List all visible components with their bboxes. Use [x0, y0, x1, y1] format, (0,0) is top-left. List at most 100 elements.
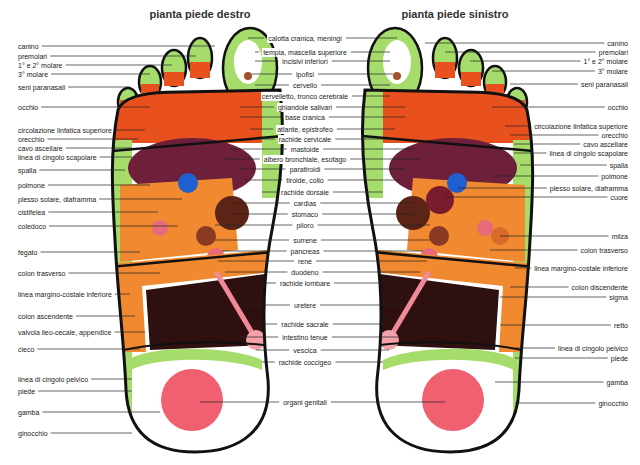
leader-line: [40, 252, 140, 253]
leader-line: [39, 170, 125, 171]
organ-label: duodeno: [290, 268, 319, 277]
organ-label: linea di cingolo scapolare: [18, 153, 97, 162]
organ-label: piede: [611, 354, 628, 363]
leader-line: [68, 273, 160, 274]
leader-line: [505, 126, 531, 127]
organ-label: retto: [614, 321, 628, 330]
leader-line: [218, 261, 294, 262]
leader-line: [332, 337, 405, 338]
organ-label: tempia, mascella superiore: [262, 48, 348, 57]
leader-line: [492, 176, 598, 177]
organ-label: cuore: [610, 193, 628, 202]
leader-line: [332, 61, 390, 62]
leader-line: [322, 214, 413, 215]
organ-label: 1° e 2° molare: [18, 61, 63, 70]
organ-label: polmone: [601, 172, 628, 181]
organ-label: atlante, epistrofeo: [276, 125, 334, 134]
leader-line: [255, 85, 289, 86]
organ-label: occhio: [18, 103, 38, 112]
organ-label: pancreas: [290, 247, 321, 256]
organ-label: organi genitali: [282, 398, 328, 407]
organ-label: linea di cingolo scapolare: [549, 149, 628, 158]
organ-label: ghiandole salivari: [277, 103, 333, 112]
leader-line: [232, 203, 290, 204]
leader-line: [324, 169, 405, 170]
leader-line: [240, 107, 274, 108]
organ-label: cervelletto, tronco cerebrale: [261, 92, 349, 101]
organ-label: rachide coccigeo: [278, 358, 333, 367]
leader-line: [114, 332, 145, 333]
leader-line: [336, 107, 405, 108]
organ-label: 3° molare: [18, 70, 48, 79]
organ-label: linea di cingolo pelvico: [18, 375, 88, 384]
leader-line: [515, 403, 595, 404]
organ-label: spalla: [610, 161, 628, 170]
organ-label: colon ascendente: [18, 312, 73, 321]
organ-label: cavo ascellare: [583, 140, 628, 149]
organ-label: colon discendente: [572, 283, 628, 292]
leader-line: [262, 283, 276, 284]
organ-label: orecchio: [18, 135, 44, 144]
leader-line: [458, 188, 547, 189]
leader-line: [225, 159, 260, 160]
leader-line: [250, 129, 273, 130]
leader-line: [225, 272, 287, 273]
leader-line: [333, 192, 383, 193]
leader-line: [318, 225, 430, 226]
leader-line: [49, 226, 178, 227]
leader-line: [50, 56, 196, 57]
leader-line: [500, 325, 611, 326]
organ-label: vescica: [292, 346, 317, 355]
leader-line: [215, 240, 289, 241]
leader-line: [321, 240, 430, 241]
leader-line: [76, 316, 135, 317]
leader-line: [515, 348, 555, 349]
organ-label: uretere: [293, 301, 317, 310]
leader-line: [510, 135, 599, 136]
leader-line: [515, 268, 531, 269]
organ-label: canino: [607, 39, 628, 48]
organ-label: valvola ileo-cecale, appendice: [18, 328, 111, 337]
organ-label: mastoide: [290, 145, 320, 154]
organ-label: rachide sacrale: [280, 320, 329, 329]
leader-line: [350, 159, 420, 160]
organ-label: spalla: [18, 166, 36, 175]
organ-label: polmone: [18, 181, 45, 190]
leader-line: [262, 362, 275, 363]
organ-label: ginocchio: [18, 429, 48, 438]
leader-line: [48, 185, 150, 186]
organ-label: paratiroidi: [289, 165, 322, 174]
organ-label: coledoco: [18, 222, 46, 231]
leader-line: [255, 52, 259, 53]
leader-line: [240, 337, 278, 338]
leader-line: [42, 46, 215, 47]
organ-label: gamba: [607, 378, 628, 387]
leader-line: [351, 52, 390, 53]
leader-line: [492, 107, 605, 108]
organ-label: tiroide, collo: [285, 176, 324, 185]
foot-heading: pianta piede sinistro: [402, 8, 509, 21]
leader-line: [48, 212, 158, 213]
organ-label: cistifelea: [18, 208, 45, 217]
organ-label: 3° molare: [598, 67, 628, 76]
leader-line: [495, 382, 604, 383]
organ-label: colon trasverso: [581, 246, 628, 255]
leader-line: [329, 117, 405, 118]
organ-label: stomaco: [291, 210, 319, 219]
leader-line: [328, 180, 400, 181]
leader-line: [346, 38, 397, 39]
leader-line: [38, 391, 132, 392]
organ-label: seni paranasali: [18, 83, 65, 92]
organ-label: calotta cranica, meningi: [267, 34, 343, 43]
leader-line: [51, 74, 150, 75]
leader-line: [335, 362, 383, 363]
leader-line: [316, 261, 427, 262]
organ-label: circolazione linfatica superiore: [534, 122, 628, 131]
leader-line: [41, 107, 150, 108]
leader-line: [240, 117, 281, 118]
leader-line: [262, 324, 277, 325]
organ-label: rachide lombare: [279, 279, 331, 288]
leader-line: [323, 149, 415, 150]
leader-line: [255, 61, 278, 62]
